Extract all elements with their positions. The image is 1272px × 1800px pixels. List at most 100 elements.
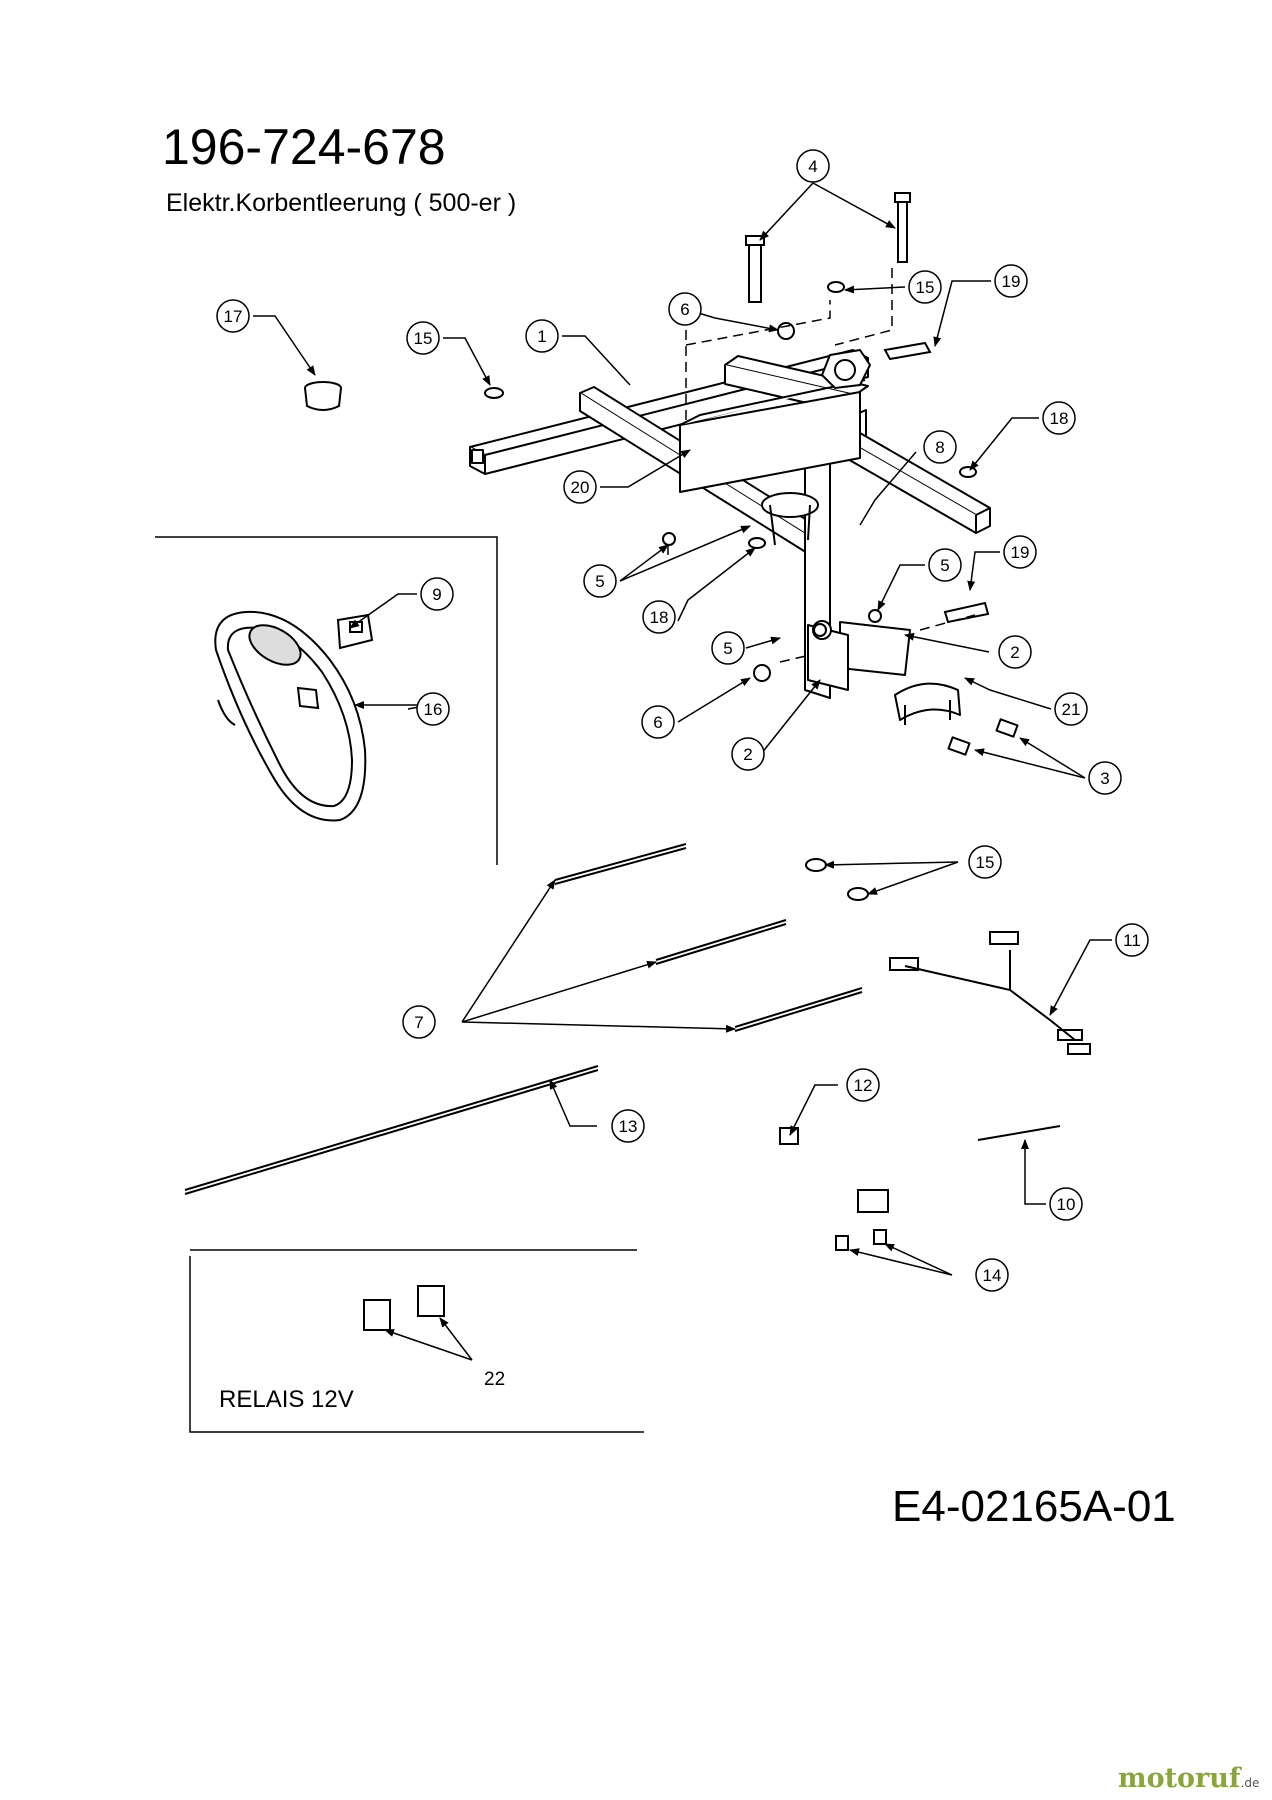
callout-c18b: 18 — [642, 600, 676, 634]
callout-label: 1 — [537, 327, 546, 346]
callout-c9: 9 — [420, 577, 454, 611]
frame-assembly — [469, 349, 1019, 756]
callout-label: 11 — [1123, 931, 1141, 950]
callout-c5b: 5 — [928, 548, 962, 582]
callout-label: 5 — [940, 556, 949, 575]
callout-circle — [846, 1068, 880, 1102]
callout-circle — [968, 845, 1002, 879]
callout-circle — [1088, 761, 1122, 795]
callout-label: 14 — [983, 1266, 1002, 1285]
callout-circle — [1049, 1187, 1083, 1221]
callout-label: 5 — [595, 572, 604, 591]
callout-c19b: 19 — [1003, 535, 1037, 569]
relay-box-label: RELAIS 12V — [219, 1386, 354, 1413]
callout-circle — [583, 564, 617, 598]
callout-label: 19 — [1002, 272, 1021, 291]
callout-c17: 17 — [216, 299, 250, 333]
callout-circle — [525, 319, 559, 353]
callout-c8: 8 — [923, 430, 957, 464]
callout-circle — [975, 1258, 1009, 1292]
callout-c2b: 2 — [731, 737, 765, 771]
callout-circle — [642, 600, 676, 634]
callout-c15b: 15 — [406, 321, 440, 355]
callout-circle — [994, 264, 1028, 298]
callout-label: 16 — [424, 700, 443, 719]
callout-label: 5 — [723, 639, 732, 658]
callout-c4: 4 — [796, 149, 830, 183]
callout-c15a: 15 — [908, 270, 942, 304]
hardware-parts — [304, 192, 990, 901]
callout-circle — [1054, 692, 1088, 726]
callout-circle — [998, 635, 1032, 669]
document-number: E4-02165A-01 — [892, 1482, 1176, 1531]
callout-c14: 14 — [975, 1258, 1009, 1292]
control-panel-inset — [214, 610, 374, 822]
callout-label: 15 — [414, 329, 433, 348]
callout-label: 4 — [808, 157, 817, 176]
callout-circle — [796, 149, 830, 183]
callout-label: 15 — [916, 278, 935, 297]
callout-label: 12 — [854, 1076, 873, 1095]
callout-label: 20 — [571, 478, 590, 497]
callout-circle — [563, 470, 597, 504]
callout-circle — [416, 692, 450, 726]
callout-label: 8 — [935, 438, 944, 457]
callout-label: 2 — [1010, 643, 1019, 662]
callout-c2a: 2 — [998, 635, 1032, 669]
callout-circle — [908, 270, 942, 304]
callout-circle — [1115, 923, 1149, 957]
callout-circle — [1042, 401, 1076, 435]
callout-label: 2 — [743, 745, 752, 764]
callout-label: 3 — [1100, 769, 1109, 788]
callout-c19a: 19 — [994, 264, 1028, 298]
callout-circle — [711, 631, 745, 665]
inset-frame-lines — [155, 536, 644, 1433]
callout-label: 6 — [653, 713, 662, 732]
callout-label: 10 — [1057, 1195, 1076, 1214]
callout-c10: 10 — [1049, 1187, 1083, 1221]
callout-circle — [402, 1005, 436, 1039]
motoruf-watermark-logo: motoruf.de — [1118, 1763, 1260, 1794]
callout-circle — [611, 1109, 645, 1143]
callout-circle — [420, 577, 454, 611]
callout-c13: 13 — [611, 1109, 645, 1143]
callout-circle — [216, 299, 250, 333]
relay-part-number: 22 — [484, 1369, 506, 1390]
callout-circle — [923, 430, 957, 464]
diagram-subtitle: Elektr.Korbentleerung ( 500-er ) — [166, 189, 517, 217]
callout-circle — [731, 737, 765, 771]
callout-label: 18 — [650, 608, 669, 627]
callout-label: 6 — [680, 300, 689, 319]
callout-c18a: 18 — [1042, 401, 1076, 435]
callout-label: 15 — [976, 853, 995, 872]
diagram-title: 196-724-678 — [162, 119, 446, 175]
callout-circle — [1003, 535, 1037, 569]
callout-label: 19 — [1011, 543, 1030, 562]
callout-c15c: 15 — [968, 845, 1002, 879]
callout-c11: 11 — [1115, 923, 1149, 957]
callout-c1: 1 — [525, 319, 559, 353]
callout-label: 21 — [1062, 700, 1081, 719]
callout-c6b: 6 — [641, 705, 675, 739]
callout-c16: 16 — [416, 692, 450, 726]
callout-circle — [406, 321, 440, 355]
cables-and-harness — [184, 843, 1091, 1331]
callout-c5a: 5 — [583, 564, 617, 598]
callout-c3: 3 — [1088, 761, 1122, 795]
callout-label: 17 — [224, 307, 243, 326]
leader-lines — [253, 182, 1112, 1361]
callout-label: 7 — [414, 1013, 423, 1032]
callout-c20: 20 — [563, 470, 597, 504]
callout-c5c: 5 — [711, 631, 745, 665]
callout-circle — [928, 548, 962, 582]
callout-label: 9 — [432, 585, 441, 604]
callout-label: 18 — [1050, 409, 1069, 428]
callout-circle — [668, 292, 702, 326]
callout-circle — [641, 705, 675, 739]
callout-c21: 21 — [1054, 692, 1088, 726]
callout-c12: 12 — [846, 1068, 880, 1102]
callout-c7: 7 — [402, 1005, 436, 1039]
